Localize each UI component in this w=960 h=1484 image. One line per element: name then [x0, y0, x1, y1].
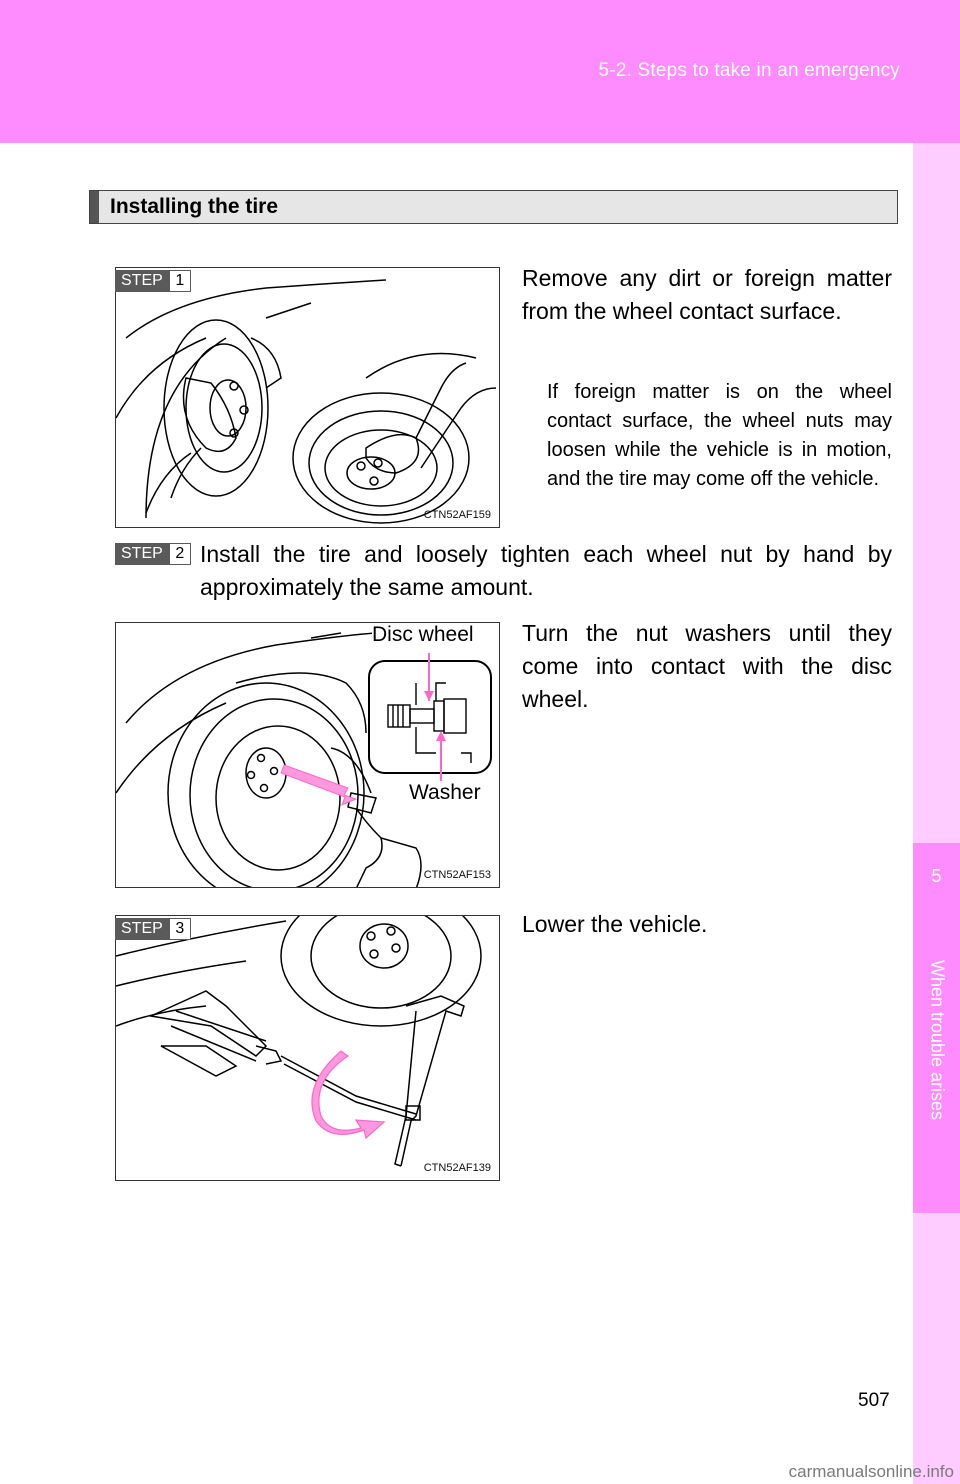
section-bar-accent — [90, 191, 99, 223]
step-3-badge: STEP 3 — [115, 918, 191, 940]
step-number: 1 — [168, 270, 191, 292]
step-label: STEP — [115, 918, 169, 940]
figure-code: CTN52AF153 — [423, 869, 491, 881]
chapter-title: When trouble arises — [927, 959, 948, 1121]
figure-step-1: CTN52AF159 — [115, 267, 500, 528]
step-label: STEP — [115, 270, 169, 292]
step-1-badge: STEP 1 — [115, 270, 191, 292]
figure-code: CTN52AF139 — [423, 1162, 491, 1174]
section-header-title: 5-2. Steps to take in an emergency — [598, 60, 900, 81]
figure-step-3: CTN52AF139 — [115, 915, 500, 1181]
section-title: Installing the tire — [110, 195, 279, 218]
callout-washer: Washer — [409, 781, 481, 805]
step-2-text: Install the tire and loosely tighten eac… — [200, 541, 892, 600]
callout-disc-wheel: Disc wheel — [372, 623, 474, 647]
illustration-install-tire — [116, 632, 492, 887]
step-number: 3 — [168, 918, 191, 940]
detail-inset — [368, 653, 492, 791]
figure-step-2: CTN52AF153 — [115, 622, 500, 888]
illustration-wipe-hub — [116, 279, 497, 524]
step-number: 2 — [168, 543, 191, 565]
figure-code: CTN52AF159 — [423, 509, 491, 521]
step-1-text: Remove any dirt or foreign matter from t… — [522, 265, 892, 324]
step-label: STEP — [115, 543, 169, 565]
watermark[interactable]: carmanualsonline.info — [788, 1462, 954, 1481]
page-header: 5-2. Steps to take in an emergency — [0, 0, 960, 143]
step-1-note: If foreign matter is on the wheel contac… — [547, 381, 892, 490]
section-title-bar: Installing the tire — [89, 190, 898, 224]
step-2-badge: STEP 2 — [115, 543, 191, 565]
chapter-number: 5 — [931, 866, 942, 886]
side-margin — [913, 143, 960, 1484]
illustration-lower-vehicle — [116, 916, 482, 1167]
step-2-subtext: Turn the nut washers until they come int… — [522, 620, 892, 712]
page-number: 507 — [858, 1390, 890, 1411]
chapter-tab[interactable] — [913, 843, 960, 1213]
step-3-text: Lower the vehicle. — [522, 911, 708, 937]
